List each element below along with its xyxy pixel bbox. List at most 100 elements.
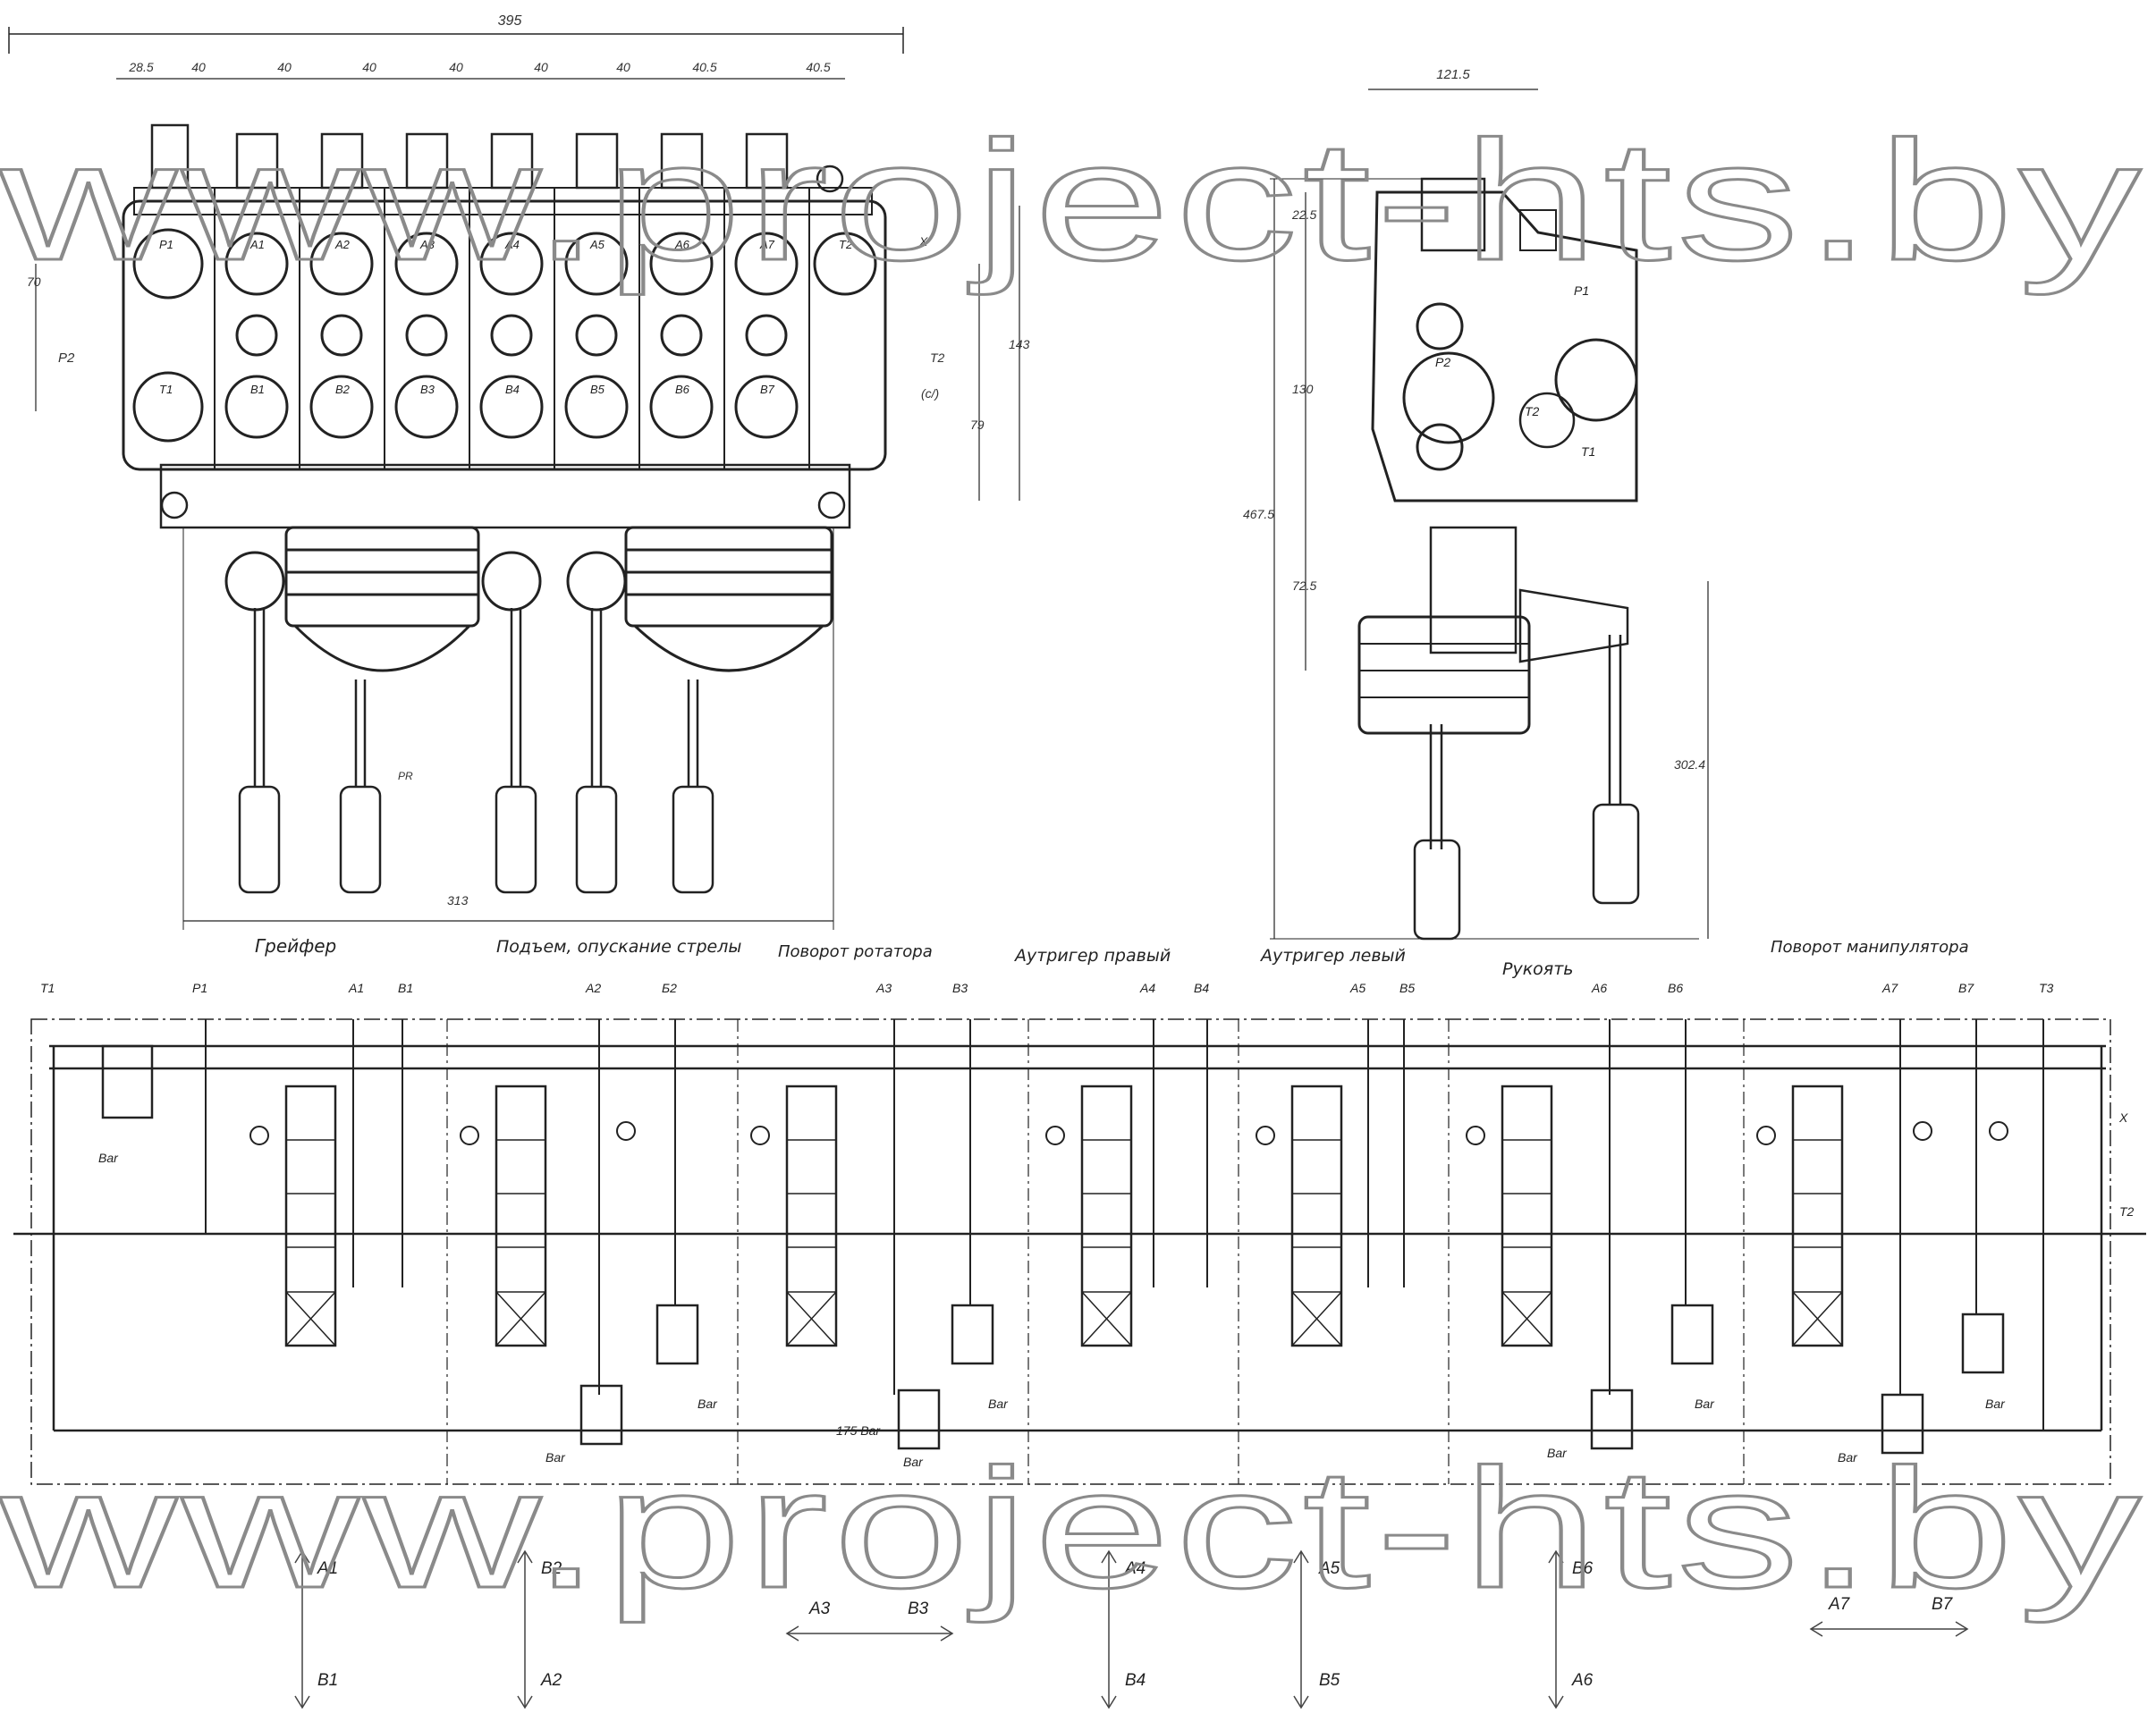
port-a5: A5	[589, 238, 605, 251]
side-port-p1: P1	[1574, 283, 1589, 298]
joystick-bellows	[224, 526, 833, 672]
sch-port-p1: P1	[192, 981, 207, 995]
sch-port-a4: A4	[1139, 981, 1155, 995]
port-relief-valves	[579, 1304, 2005, 1455]
arrow-1-bottom: B1	[317, 1671, 338, 1690]
arrow-7-right: B7	[1932, 1595, 1954, 1614]
lever-arrows	[294, 1549, 1969, 1709]
dim-pitch-9: 40.5	[806, 60, 830, 74]
sch-port-t2: T2	[2119, 1204, 2135, 1219]
port-b2: B2	[335, 383, 351, 396]
relief-label-8: Bar	[1838, 1450, 1858, 1465]
relief-label-10: Bar	[903, 1455, 924, 1469]
dim-313: 313	[447, 893, 469, 907]
arrow-5-top: A5	[1318, 1559, 1340, 1578]
arrow-3-left: A3	[808, 1600, 831, 1618]
sch-port-b6: B6	[1668, 981, 1683, 995]
side-port-t2: T2	[1525, 404, 1540, 418]
relief-labels: Bar Bar Bar 175 Bar Bar Bar Bar Bar Bar …	[98, 1151, 2006, 1469]
dim-pitch-5: 40	[449, 60, 463, 74]
watermark-bottom: www.project-hts.by	[0, 1434, 2146, 1624]
dim-x: X	[918, 234, 928, 249]
dim-pitch-3: 40	[277, 60, 292, 74]
port-b4: B4	[505, 383, 520, 396]
dim-467-5: 467.5	[1243, 507, 1274, 521]
dim-121-5: 121.5	[1436, 67, 1470, 82]
dim-72-5: 72.5	[1292, 578, 1316, 593]
front-view: 395 28.5 40 40 40 40 40 40 40.5 40.5	[8, 13, 1030, 930]
schematic-port-labels: T1 P1 A1 B1 A2 Б2 A3 B3 A4 B4 A5 B5 A6 B…	[40, 981, 2135, 1219]
section-captions: Грейфер Подъем, опускание стрелы Поворот…	[255, 935, 1969, 979]
caption-slewing: Поворот манипулятора	[1771, 938, 1969, 957]
dim-79: 79	[970, 418, 985, 432]
check-valves	[249, 1121, 2008, 1145]
side-view: 121.5 22.5 130 72.5 467.5 302.4 P1 P2 T1	[1243, 67, 1709, 941]
dim-pitch-2: 40	[191, 60, 206, 74]
arrow-4-top: A4	[1124, 1559, 1146, 1578]
relief-label-main: Bar	[98, 1151, 119, 1165]
dim-130: 130	[1292, 382, 1314, 396]
caption-rotator: Поворот ротатора	[778, 942, 933, 961]
arrow-1-top: A1	[317, 1559, 338, 1578]
dim-143: 143	[1009, 337, 1030, 351]
sch-port-b5: B5	[1399, 981, 1415, 995]
port-b3: B3	[420, 383, 435, 396]
dim-p2: P2	[58, 350, 75, 366]
dim-pitch-6: 40	[534, 60, 548, 74]
sch-port-b7: B7	[1958, 981, 1974, 995]
hydraulic-schematic	[13, 1018, 2146, 1485]
port-t2: T2	[839, 238, 853, 251]
arrow-4-bottom: B4	[1125, 1671, 1146, 1690]
port-a3: A3	[419, 238, 435, 251]
relief-label-7: Bar	[1695, 1397, 1715, 1411]
arrow-5-bottom: B5	[1319, 1671, 1340, 1690]
dim-302-4: 302.4	[1674, 757, 1705, 772]
dim-pitch-4: 40	[362, 60, 376, 74]
sch-port-b3: B3	[952, 981, 968, 995]
sch-port-a3: A3	[875, 981, 892, 995]
caption-stick: Рукоять	[1502, 959, 1574, 979]
port-a7: A7	[759, 238, 775, 251]
relief-label-2: Bar	[545, 1450, 566, 1465]
spool-caps	[150, 123, 846, 519]
lever-handles	[238, 608, 714, 894]
dim-70: 70	[27, 274, 41, 289]
port-b1: B1	[250, 383, 265, 396]
sch-port-x: X	[2118, 1110, 2128, 1125]
side-port-t1: T1	[1581, 444, 1595, 459]
sch-port-t1: T1	[40, 981, 55, 995]
dim-pitch-8: 40.5	[692, 60, 716, 74]
port-b6: B6	[675, 383, 690, 396]
caption-greifer: Грейфер	[255, 935, 336, 957]
sch-port-b4: B4	[1194, 981, 1209, 995]
arrow-2-bottom: A2	[540, 1671, 562, 1690]
sch-port-b1: B1	[398, 981, 413, 995]
arrow-7-left: A7	[1828, 1595, 1851, 1614]
port-a4: A4	[504, 238, 520, 251]
sch-port-a6: A6	[1591, 981, 1607, 995]
sch-port-t3: T3	[2039, 981, 2054, 995]
sch-port-a5: A5	[1349, 981, 1365, 995]
watermark-top: www.project-hts.by	[0, 106, 2146, 296]
side-port-p2: P2	[1435, 355, 1450, 369]
sch-port-a7: A7	[1881, 981, 1898, 995]
dim-overall-width: 395	[498, 13, 522, 29]
arrow-2-top: B2	[541, 1559, 562, 1578]
caption-outrigger-right: Аутригер правый	[1013, 946, 1171, 966]
sch-port-b2: Б2	[662, 981, 677, 995]
caption-outrigger-left: Аутригер левый	[1259, 946, 1406, 966]
relief-label-3: Bar	[698, 1397, 718, 1411]
relief-label-5: Bar	[988, 1397, 1009, 1411]
relief-label-6: Bar	[1547, 1446, 1568, 1460]
lever-arrow-labels: A1 B1 B2 A2 A3 B3 A4 B4 A5 B5 B6 A6 A7 B…	[317, 1559, 1954, 1690]
dim-pitch-7: 40	[616, 60, 630, 74]
port-t1: T1	[159, 383, 173, 396]
sch-port-a1: A1	[348, 981, 364, 995]
arrow-6-top: B6	[1572, 1559, 1594, 1578]
relief-label-9: Bar	[1985, 1397, 2006, 1411]
dim-pitch-1: 28.5	[128, 60, 153, 74]
dim-22-5: 22.5	[1291, 207, 1316, 222]
sch-port-a2: A2	[585, 981, 601, 995]
port-plugs	[132, 228, 877, 443]
